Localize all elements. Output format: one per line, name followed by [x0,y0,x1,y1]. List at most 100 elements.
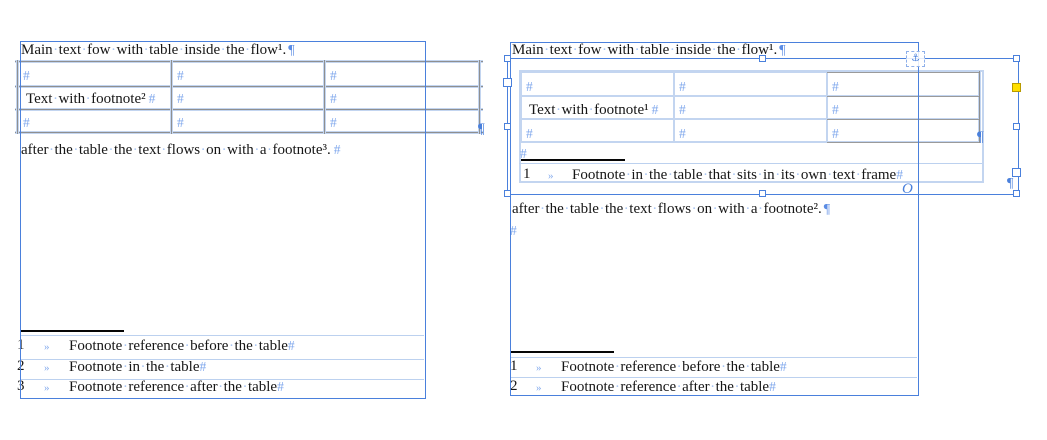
table-border-h [519,141,981,143]
table-border-h [15,60,483,63]
anchored-object-marker: O [902,181,913,197]
anchor-glyph: ⚓ [911,53,920,64]
paragraph-before-table: Main·text·fow·with·table·inside·the·flow… [512,42,786,59]
table-cell[interactable]: # [330,90,337,108]
footnote-number: 2 [510,378,518,394]
tab-marker: » [536,362,542,374]
end-of-story-marker: # [769,379,776,394]
anchor-icon[interactable]: ⚓ [906,51,925,67]
end-of-story-marker: # [177,115,184,130]
footnote-text: Footnote·reference·before·the·table [69,338,288,354]
paragraph-before-table: Main·text·fow·with·table·inside·the·flow… [21,42,295,59]
table-cell[interactable]: # [679,101,686,119]
end-of-story-marker: # [679,126,686,141]
left-text-frame[interactable] [20,41,426,399]
empty-paragraph: # [510,222,517,240]
pilcrow-marker: ¶ [288,43,295,58]
handle-middle-right[interactable] [1013,123,1020,130]
table-cell[interactable]: # [177,67,184,85]
right-text-frame[interactable] [510,42,919,396]
table-cell[interactable]: # [832,125,839,143]
tab-marker: » [44,341,50,353]
handle-top-right[interactable] [1013,55,1020,62]
tab-marker: » [44,362,50,374]
table-cell[interactable]: # [679,125,686,143]
end-of-story-marker: # [526,79,533,94]
footnote-text: Footnote·reference·after·the·table [69,379,278,395]
handle-top-left[interactable] [504,55,511,62]
table-stroke-segment [827,96,979,97]
table-cell[interactable]: # [526,125,533,143]
corner-editor-widget[interactable] [1012,83,1021,92]
handle-bottom-left[interactable] [504,190,511,197]
table-cell[interactable]: # [832,101,839,119]
table-border-v [478,60,481,134]
table-cell[interactable]: # [23,67,30,85]
end-of-story-marker: # [287,338,295,353]
end-of-story-marker: # [779,359,787,374]
footnote-guide-line [510,357,917,358]
table-cell-with-footnote[interactable]: Text·with·footnote²# [26,90,155,108]
table-cell[interactable]: # [330,67,337,85]
table-stroke-segment [827,142,979,143]
end-of-story-marker: # [526,126,533,141]
handle-bottom-center[interactable] [759,190,766,197]
handle-bottom-right[interactable] [1013,190,1020,197]
footnote-guide-line [20,335,424,336]
end-of-story-marker: # [679,102,686,117]
end-of-story-marker: # [277,379,284,394]
paragraph-text: after·the·table·the·text·flows·on·with·a… [21,142,331,158]
end-of-story-marker: # [510,223,517,238]
footnote-text: Footnote·reference·after·the·table [561,379,770,395]
table-border-v [520,71,522,143]
text-in-port[interactable] [503,78,512,87]
table-stroke-segment [827,119,979,120]
footnote-number: 1 [510,358,518,374]
footnote-entry: 2 » Footnote·in·the·table# [16,358,469,376]
footnote-separator-rule [510,351,614,353]
end-of-story-marker: # [330,91,337,106]
end-of-story-marker: # [148,91,156,106]
end-of-story-marker: # [177,68,184,83]
text-out-port[interactable] [1012,168,1021,177]
table-cell[interactable]: # [177,114,184,132]
paragraph-after-table: after·the·table·the·text·flows·on·with·a… [21,141,340,159]
table-border-v [323,60,326,134]
end-of-story-marker: # [330,68,337,83]
table-cell[interactable]: # [526,78,533,96]
footnote-text: Footnote·in·the·table [69,359,200,375]
footnote-entry: 1 » Footnote·reference·before·the·table# [16,337,469,355]
handle-middle-left[interactable] [504,123,511,130]
end-of-story-marker: # [832,102,839,117]
footnote-guide-line [510,377,917,378]
footnote-number: 1 [523,166,531,182]
table-cell[interactable]: # [23,114,30,132]
selected-anchored-frame[interactable] [507,58,1019,195]
cell-text: Text·with·footnote² [26,91,146,107]
table-cell[interactable]: # [330,114,337,132]
table-border-h [519,95,981,97]
cell-text: Text·with·footnote¹ [529,102,649,118]
table-border-h [15,131,483,134]
table-cell[interactable]: # [679,78,686,96]
paragraph-text: after·the·table·the·text·flows·on·with·a… [512,201,822,217]
handle-top-center[interactable] [759,55,766,62]
pilcrow-marker: ¶ [478,121,485,137]
table-cell[interactable]: # [832,78,839,96]
empty-paragraph: # [520,145,527,163]
end-of-story-marker: # [520,146,527,161]
pilcrow-marker: ¶ [779,43,786,58]
table-border-v [978,71,981,143]
tab-marker: » [536,382,542,394]
table-footnote-entry: 1 » Footnote·in·the·table·that·sits·in·i… [522,166,1012,184]
table-border-v [170,60,173,134]
footnote-guide-line [20,379,424,380]
table-cell[interactable]: # [177,90,184,108]
end-of-story-marker: # [679,79,686,94]
pilcrow-marker: ¶ [1007,176,1014,191]
end-of-story-marker: # [199,359,207,374]
end-of-story-marker: # [177,91,184,106]
table-cell-with-footnote[interactable]: Text·with·footnote¹# [529,101,658,119]
end-of-story-marker: # [896,167,903,182]
